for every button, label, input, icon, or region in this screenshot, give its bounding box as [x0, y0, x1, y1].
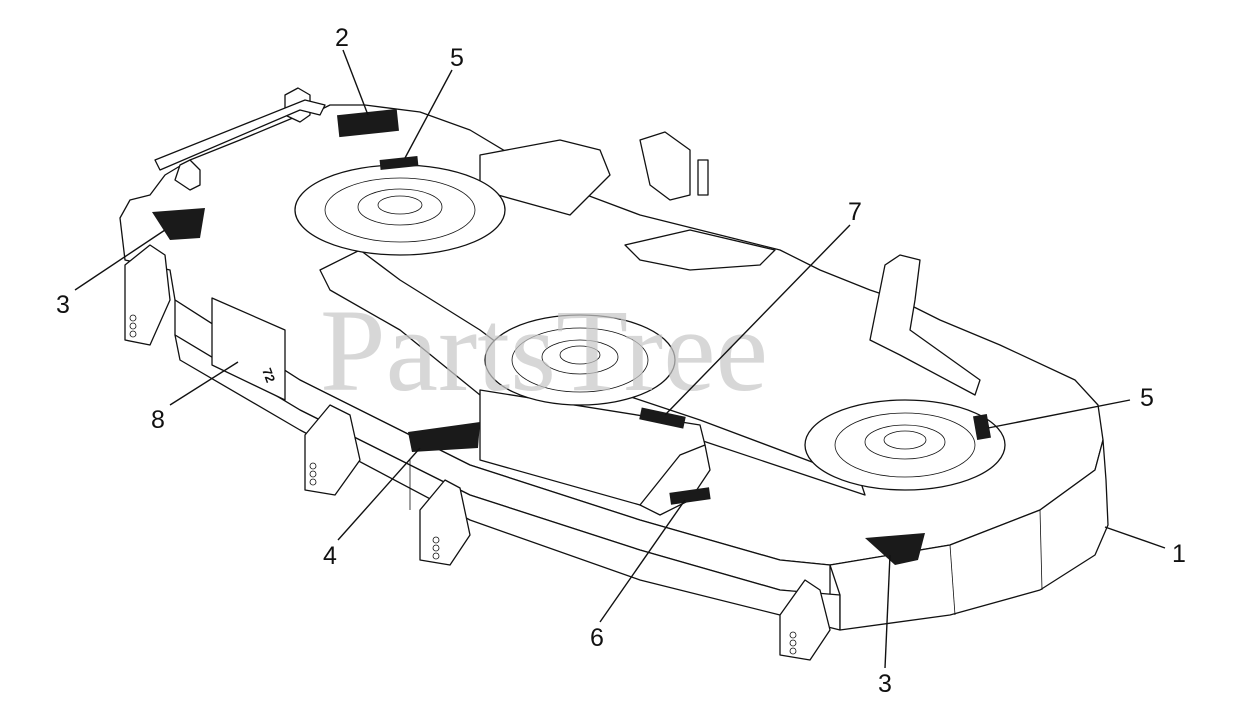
spindle-right [804, 399, 1006, 491]
decal-2 [337, 108, 399, 138]
front-bracket-2 [304, 404, 361, 496]
callout-3-left: 3 [56, 291, 70, 319]
leader-6 [599, 499, 686, 623]
callout-2: 2 [335, 24, 349, 52]
leader-2 [342, 49, 369, 116]
spindle-left [294, 164, 506, 256]
mower-deck [119, 87, 1109, 661]
rear-mount-right [639, 131, 691, 201]
leader-5-top [404, 69, 453, 159]
callout-5-right: 5 [1140, 384, 1154, 412]
right-lift-arm [869, 254, 981, 396]
rear-bracket-left [174, 159, 201, 191]
callout-3-bottom: 3 [878, 670, 892, 698]
callout-5-top: 5 [450, 44, 464, 72]
decal-7 [639, 407, 686, 429]
front-bracket-5 [639, 444, 711, 516]
decal-8-panel [211, 297, 286, 401]
decal-3-bottom [865, 533, 925, 565]
decal-4 [408, 422, 480, 452]
bracket-holes [129, 314, 797, 655]
leader-3-bottom [884, 554, 891, 669]
skirt-panel-line [949, 544, 956, 616]
rear-rail [154, 99, 326, 171]
leader-3-left [74, 229, 166, 291]
decal-5-left [379, 156, 419, 170]
mount-post [697, 159, 709, 196]
leader-5-right [987, 399, 1131, 429]
decal-6 [669, 487, 711, 505]
skirt-panel-line [1039, 509, 1043, 591]
callout-4: 4 [323, 542, 337, 570]
leader-7 [664, 224, 851, 416]
callout-8: 8 [151, 406, 165, 434]
callout-7: 7 [848, 198, 862, 226]
callouts: 2 5 3 7 5 8 1 4 6 3 [56, 24, 1186, 698]
leader-4 [337, 447, 421, 541]
leader-8 [169, 361, 239, 406]
front-bracket-3 [419, 479, 471, 566]
callout-6: 6 [590, 624, 604, 652]
decals: 72 [152, 108, 991, 565]
leader-1 [1104, 526, 1166, 549]
leader-lines [74, 49, 1166, 669]
watermark: PartsTree [320, 285, 768, 416]
center-linkage [624, 229, 776, 271]
spindle-center [484, 314, 676, 406]
callout-1: 1 [1172, 540, 1186, 568]
front-bracket-1 [124, 244, 171, 346]
decal-5-right [973, 413, 991, 441]
decal-3-left [152, 208, 205, 240]
decal-8-text: 72 [259, 366, 278, 385]
